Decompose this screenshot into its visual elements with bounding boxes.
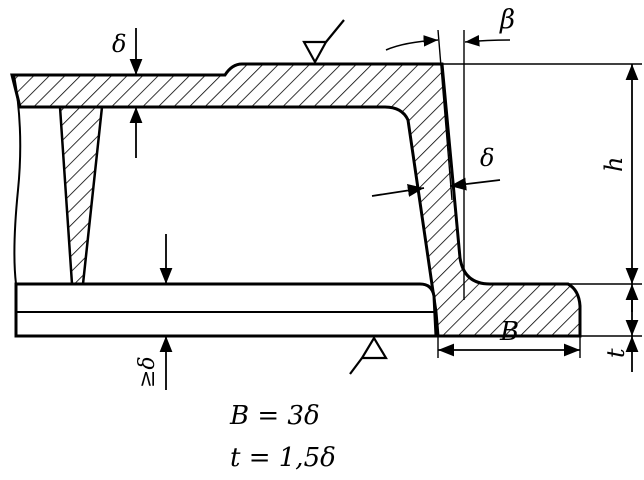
formula-t: t = 1,5δ <box>230 443 336 473</box>
stiffening-rib-section <box>58 105 104 286</box>
dimension-delta-top: δ <box>112 28 143 158</box>
dimension-delta-wall: δ <box>371 144 501 197</box>
machined-surface-triangle-icon <box>302 19 345 65</box>
machined-surface-triangle-icon <box>349 335 388 375</box>
h-label: h <box>600 157 628 172</box>
dimension-h: h <box>442 63 642 285</box>
t-label: t <box>602 348 630 358</box>
formula-B: B = 3δ <box>229 401 320 431</box>
delta-top-label: δ <box>112 30 126 58</box>
delta-bottom-label: ≥δ <box>135 356 160 388</box>
dimension-draft-angle: β <box>385 5 515 300</box>
B-label: B <box>499 317 519 347</box>
mating-flange-outline <box>14 282 438 338</box>
beta-label: β <box>499 5 515 35</box>
dimension-t: t <box>580 284 642 372</box>
delta-wall-label: δ <box>480 144 494 172</box>
dimension-B: B <box>437 317 581 358</box>
break-line <box>13 74 22 336</box>
dimension-delta-bottom: ≥δ <box>135 234 173 390</box>
